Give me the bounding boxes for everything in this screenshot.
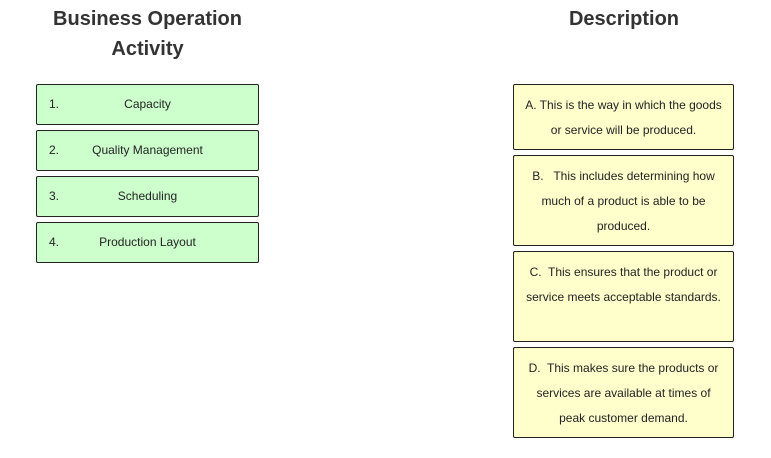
description-header: Description: [568, 8, 680, 30]
description-a[interactable]: A. This is the way in which the goods or…: [513, 84, 734, 150]
description-b[interactable]: B. This includes determining how much of…: [513, 155, 734, 246]
activity-item-capacity[interactable]: 1. Capacity: [36, 84, 259, 125]
item-number: 4.: [49, 235, 60, 249]
item-number: 3.: [49, 189, 60, 203]
description-c[interactable]: C. This ensures that the product or serv…: [513, 251, 734, 342]
item-number: 1.: [49, 97, 60, 111]
activity-header: Business Operation Activity: [53, 8, 242, 60]
item-number: 2.: [49, 143, 60, 157]
description-d[interactable]: D. This makes sure the products or servi…: [513, 347, 734, 438]
item-label: Production Layout: [99, 235, 196, 249]
activity-item-production-layout[interactable]: 4. Production Layout: [36, 222, 259, 263]
activity-item-quality-management[interactable]: 2. Quality Management: [36, 130, 259, 171]
item-label: Capacity: [124, 97, 171, 111]
activity-item-scheduling[interactable]: 3. Scheduling: [36, 176, 259, 217]
item-label: Quality Management: [92, 143, 203, 157]
item-label: Scheduling: [117, 189, 178, 203]
